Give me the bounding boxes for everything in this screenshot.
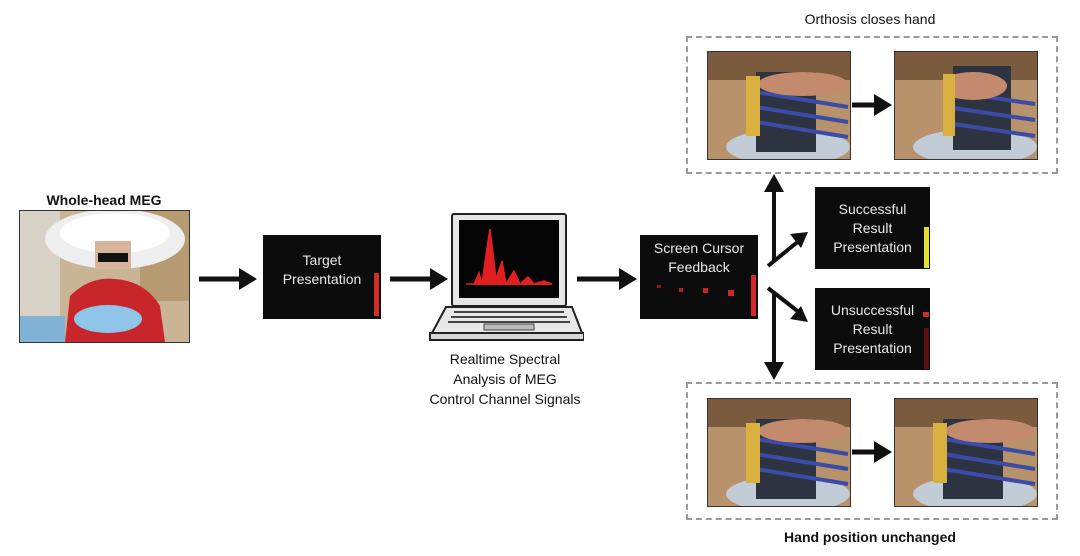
analysis-line-3: Control Channel Signals <box>429 391 581 407</box>
meg-photo <box>19 210 190 343</box>
target-line-1: Target <box>302 252 342 268</box>
cursor-dot-2 <box>679 288 683 292</box>
hand-photo-bottom-left <box>707 398 851 507</box>
analysis-label: Realtime Spectral Analysis of MEG Contro… <box>410 349 600 409</box>
orthosis-label: Orthosis closes hand <box>804 11 936 27</box>
orthosis-dashed-frame <box>686 36 1058 174</box>
arrow-top-hand <box>852 94 892 116</box>
target-presentation-box: Target Presentation <box>263 235 381 319</box>
cursor-feedback-box: Screen Cursor Feedback <box>640 235 758 319</box>
fail-dark-bar <box>924 328 929 369</box>
fail-line-3: Presentation <box>833 340 912 356</box>
analysis-line-1: Realtime Spectral <box>449 351 561 367</box>
fail-red-marker <box>923 312 929 317</box>
cursor-red-bar <box>751 275 756 316</box>
arrow-target-to-laptop <box>390 268 448 290</box>
success-line-1: Successful <box>838 201 907 217</box>
fail-line-1: Unsuccessful <box>830 302 915 318</box>
success-line-2: Result <box>852 220 893 236</box>
fail-line-2: Result <box>852 321 893 337</box>
success-yellow-bar <box>924 227 929 268</box>
target-red-bar <box>374 273 379 316</box>
cursor-dot-1 <box>657 285 661 288</box>
cursor-dot-3 <box>703 288 708 293</box>
unchanged-label: Hand position unchanged <box>784 529 956 545</box>
hand-photo-top-right <box>894 51 1038 160</box>
unchanged-dashed-frame <box>686 382 1058 520</box>
cursor-line-1: Screen Cursor <box>653 240 745 256</box>
laptop-illustration <box>424 211 585 343</box>
hand-photo-top-left <box>707 51 851 160</box>
target-line-2: Presentation <box>282 271 362 287</box>
arrow-meg-to-target <box>199 268 257 290</box>
hand-photo-bottom-right <box>894 398 1038 507</box>
arrow-laptop-to-cursor <box>577 268 637 290</box>
success-line-3: Presentation <box>833 239 912 255</box>
cursor-dot-4 <box>728 290 734 296</box>
successful-result-box: Successful Result Presentation <box>815 187 930 269</box>
cursor-line-2: Feedback <box>668 259 730 275</box>
arrow-bottom-hand <box>852 441 892 463</box>
meg-label: Whole-head MEG <box>46 192 162 208</box>
analysis-line-2: Analysis of MEG <box>453 371 557 387</box>
branch-arrows <box>764 174 808 380</box>
unsuccessful-result-box: Unsuccessful Result Presentation <box>815 288 930 370</box>
